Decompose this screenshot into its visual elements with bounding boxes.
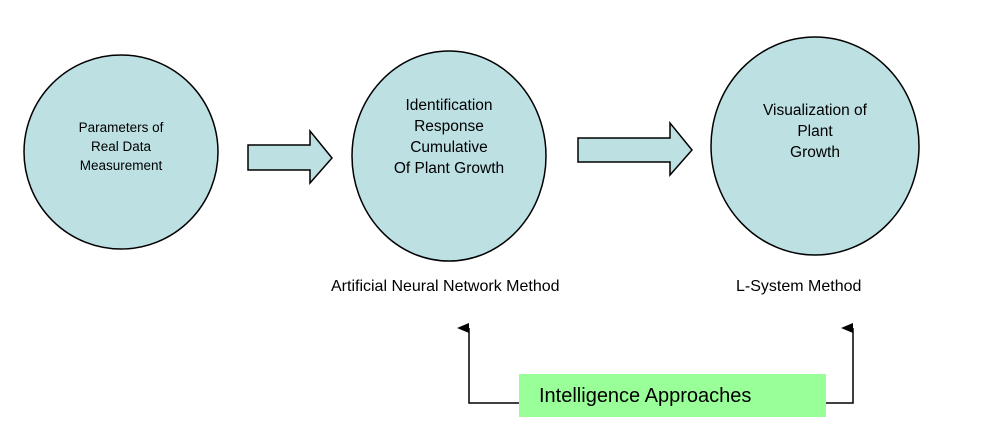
method-label-lsystem: L-System Method xyxy=(736,278,861,295)
node-identification-line-4: Of Plant Growth xyxy=(394,160,504,177)
node-visualization-line-2: Plant xyxy=(797,123,833,140)
node-visualization: Visualization of Plant Growth xyxy=(710,36,920,256)
flow-arrow-1 xyxy=(247,128,333,185)
method-label-ann: Artificial Neural Network Method xyxy=(331,278,560,295)
node-visualization-line-1: Visualization of xyxy=(763,102,868,119)
node-visualization-circle xyxy=(710,36,920,256)
node-parameters-line-3: Measurement xyxy=(80,158,163,173)
node-identification: Identification Response Cumulative Of Pl… xyxy=(351,50,547,262)
node-parameters-line-2: Real Data xyxy=(91,139,152,154)
node-identification-line-3: Cumulative xyxy=(410,139,488,156)
node-parameters-line-1: Parameters of xyxy=(79,120,164,135)
intelligence-approaches-box: Intelligence Approaches xyxy=(519,374,826,417)
node-parameters-circle xyxy=(23,54,219,250)
intelligence-approaches-label: Intelligence Approaches xyxy=(539,385,751,407)
node-identification-line-1: Identification xyxy=(405,97,492,114)
connector-left xyxy=(457,323,519,404)
node-identification-line-2: Response xyxy=(414,118,484,135)
node-parameters: Parameters of Real Data Measurement xyxy=(23,54,219,250)
node-identification-circle xyxy=(351,50,547,262)
node-visualization-line-3: Growth xyxy=(790,144,840,161)
flow-arrow-2 xyxy=(577,120,693,177)
intelligence-approaches-rect xyxy=(519,374,826,417)
connector-right xyxy=(826,323,854,404)
